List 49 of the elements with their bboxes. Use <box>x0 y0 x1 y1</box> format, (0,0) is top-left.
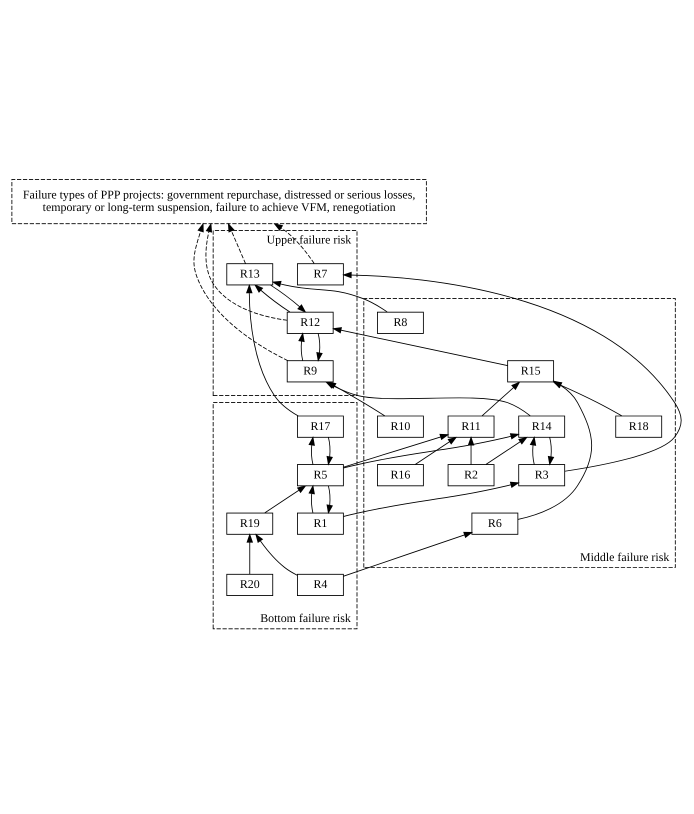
arrow <box>343 432 520 468</box>
arrow <box>482 380 520 416</box>
node-box: R19 <box>226 512 274 534</box>
node-box: Failure types of PPP projects: government repurchase, distressed or serious losses, temporary or long-term suspension, failure to achieve VFM, renegotiation <box>11 178 427 224</box>
arrow <box>206 222 288 320</box>
arrow <box>343 531 474 576</box>
arrow <box>343 433 450 468</box>
arrow <box>246 532 254 574</box>
node-box: R9 <box>286 360 334 382</box>
arrow <box>298 332 305 360</box>
node-box: R13 <box>226 262 274 285</box>
arrow <box>273 222 315 264</box>
node-box: R2 <box>448 464 494 486</box>
arrow <box>414 436 458 464</box>
arrow <box>316 332 323 362</box>
arrow <box>270 284 306 312</box>
arrow <box>342 271 682 472</box>
node-box: R18 <box>615 415 662 438</box>
arrow <box>530 436 536 464</box>
arrow <box>343 481 520 516</box>
node-box: R5 <box>297 464 344 486</box>
arrow <box>246 283 299 416</box>
arrow <box>326 485 333 514</box>
arrow <box>332 326 508 366</box>
node-box: R15 <box>507 360 554 382</box>
arrow <box>308 436 315 464</box>
node-box: R12 <box>286 311 334 334</box>
node-box: R8 <box>377 311 424 334</box>
arrow <box>264 484 307 513</box>
node-box: R17 <box>297 415 344 438</box>
node-box: R4 <box>297 573 344 596</box>
node-box: R11 <box>448 415 494 438</box>
arrow <box>255 532 298 576</box>
arrow <box>548 436 554 466</box>
node-box: R3 <box>518 464 566 486</box>
arrow <box>272 280 388 312</box>
node-box: R20 <box>226 573 274 596</box>
arrow <box>308 484 315 513</box>
node-box: R16 <box>377 464 424 486</box>
arrow <box>254 284 290 312</box>
arrow <box>194 222 288 361</box>
node-box: R10 <box>377 415 424 438</box>
arrow <box>486 436 528 464</box>
arrow <box>228 222 246 264</box>
node-box: R14 <box>518 415 566 438</box>
arrow <box>326 436 333 466</box>
node-box: R7 <box>297 262 344 285</box>
node-box: R1 <box>297 512 344 534</box>
node-box: R6 <box>471 512 518 534</box>
